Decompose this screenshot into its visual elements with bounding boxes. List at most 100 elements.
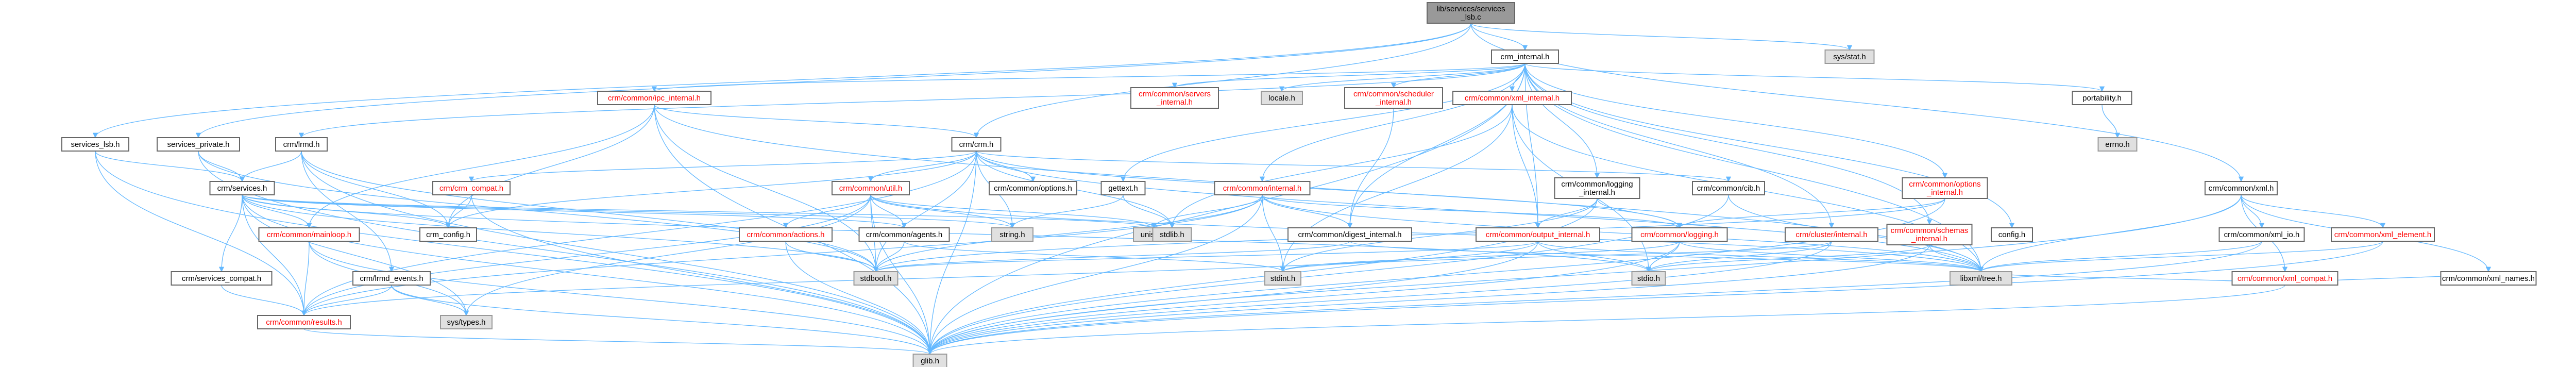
node-sysstat[interactable]: sys/stat.h [1824,49,1875,64]
node-label-common_xml: crm/common/xml.h [2209,184,2274,193]
edge-crm_services-to-glib [242,194,933,355]
edge-crm_crm-to-stdbool [873,151,977,273]
node-mainloop[interactable]: crm/common/mainloop.h [258,227,360,242]
node-systypes[interactable]: sys/types.h [440,315,493,329]
node-label-services_compat: crm/services_compat.h [182,274,261,283]
node-box-sysstat [1824,49,1875,64]
node-services_private[interactable]: services_private.h [157,137,240,152]
node-label-common_cib: crm/common/cib.h [1697,184,1760,193]
node-box-services_lsb [61,137,129,152]
node-cluster_internal[interactable]: crm/cluster/internal.h [1785,227,1878,242]
node-box-stdint [1264,271,1301,286]
node-box-xml_internal [1452,91,1572,105]
node-lrmd_events[interactable]: crm/lrmd_events.h [352,271,431,286]
edge-output_internal-to-libxml_tree [1537,241,1984,273]
node-box-mainloop [258,227,360,242]
edge-crm_services-to-agents [242,194,907,229]
edge-common_internal-to-results [301,194,1263,316]
node-stdbool[interactable]: stdbool.h [853,271,899,286]
edge-common_util-to-results [301,194,871,316]
node-logging_internal[interactable]: crm/common/logging_internal.h [1554,177,1640,199]
edge-services_compat-to-results [221,285,307,316]
node-glib[interactable]: glib.h [912,354,947,367]
edge-common_util-to-systypes [463,194,871,316]
node-common_util[interactable]: crm/common/util.h [832,181,910,195]
node-root[interactable]: lib/services/services_lsb.c [1427,2,1515,24]
node-label-crm_internal: crm_internal.h [1500,53,1549,61]
node-results[interactable]: crm/common/results.h [257,315,351,329]
node-output_internal[interactable]: crm/common/output_internal.h [1476,227,1600,242]
node-servers_internal[interactable]: crm/common/servers_internal.h [1130,87,1219,109]
node-xml_element[interactable]: crm/common/xml_element.h [2331,227,2435,242]
node-gettext[interactable]: gettext.h [1100,181,1146,195]
node-agents[interactable]: crm/common/agents.h [858,227,950,242]
node-crm_config[interactable]: crm_config.h [419,227,477,242]
node-xml_names[interactable]: crm/common/xml_names.h [2440,271,2537,286]
node-errno[interactable]: errno.h [2097,137,2138,152]
node-common_internal[interactable]: crm/common/internal.h [1214,181,1311,195]
edge-cluster_internal-to-stdint [1280,241,1832,273]
node-configh[interactable]: config.h [1991,227,2033,242]
node-locale[interactable]: locale.h [1261,91,1303,105]
node-label-services_lsb: services_lsb.h [71,140,120,149]
edge-services_private-to-stdbool [198,151,879,273]
node-options_internal[interactable]: crm/common/options_internal.h [1902,177,1988,199]
node-scheduler_internal[interactable]: crm/common/scheduler_internal.h [1344,87,1443,109]
node-box-scheduler_internal [1344,87,1443,109]
node-crm_services[interactable]: crm/services.h [209,181,275,195]
edge-logging_internal-to-common_logging [1597,198,1683,229]
edge-crm_crm-to-results [301,151,977,316]
node-common_logging[interactable]: crm/common/logging.h [1631,227,1728,242]
edge-crm_lrmd-to-stdbool [301,151,879,273]
node-crm_internal[interactable]: crm_internal.h [1491,49,1559,64]
node-box-logging_internal [1554,177,1640,199]
node-label-portability: portability.h [2082,94,2122,103]
edge-xml_compat-to-glib [927,285,2285,355]
node-libxml_tree[interactable]: libxml/tree.h [1950,271,2012,286]
node-stringh[interactable]: string.h [991,227,1033,242]
node-services_compat[interactable]: crm/services_compat.h [171,271,273,286]
edge-crm_services-to-stringh [242,194,1015,229]
node-crm_crm[interactable]: crm/crm.h [951,137,1002,152]
node-stdint[interactable]: stdint.h [1264,271,1301,286]
node-box-schemas_internal [1886,224,1973,245]
node-schemas_internal[interactable]: crm/common/schemas_internal.h [1886,224,1973,245]
edge-crm_crm-to-common_util [868,151,977,182]
node-stdlib[interactable]: stdlib.h [1152,227,1192,242]
node-xml_internal[interactable]: crm/common/xml_internal.h [1452,91,1572,105]
edge-common_xml-to-xml_element [2241,194,2386,229]
edge-crm_internal-to-logging_internal [1524,63,1600,179]
node-box-common_cib [1692,181,1765,195]
edge-output_internal-to-stdbool [873,241,1538,273]
edge-common_internal-to-stdbool [873,194,1263,273]
node-label-output_internal: crm/common/output_internal.h [1486,230,1590,239]
node-xml_io[interactable]: crm/common/xml_io.h [2218,227,2305,242]
node-ipc_internal[interactable]: crm/common/ipc_internal.h [597,91,711,105]
node-box-lrmd_events [352,271,431,286]
node-crm_compat[interactable]: crm/crm_compat.h [432,181,511,195]
node-label-xml_names: crm/common/xml_names.h [2442,274,2535,283]
node-options[interactable]: crm/common/options.h [989,181,1077,195]
node-crm_lrmd[interactable]: crm/lrmd.h [275,137,328,152]
edge-crm_internal-to-ipc_internal [652,63,1526,92]
edge-common_util-to-glib [870,194,933,355]
node-label-options_internal: crm/common/options_internal.h [1909,180,1980,197]
node-stdio[interactable]: stdio.h [1631,271,1666,286]
node-services_lsb[interactable]: services_lsb.h [61,137,129,152]
node-common_xml[interactable]: crm/common/xml.h [2205,181,2278,195]
node-digest_internal[interactable]: crm/common/digest_internal.h [1287,227,1412,242]
node-xml_compat[interactable]: crm/common/xml_compat.h [2231,271,2338,286]
node-box-agents [858,227,950,242]
node-common_cib[interactable]: crm/common/cib.h [1692,181,1765,195]
node-portability[interactable]: portability.h [2072,91,2132,105]
node-label-options: crm/common/options.h [994,184,1072,193]
edge-crm_internal-to-servers_internal [1172,63,1526,89]
node-box-ipc_internal [597,91,711,105]
node-box-common_internal [1214,181,1311,195]
node-box-root [1427,2,1515,24]
edge-portability-to-errno [2102,104,2121,139]
node-label-ipc_internal: crm/common/ipc_internal.h [608,94,701,103]
node-box-stdio [1631,271,1666,286]
node-actions[interactable]: crm/common/actions.h [739,227,833,242]
edge-crm_internal-to-options_internal [1524,63,1948,179]
